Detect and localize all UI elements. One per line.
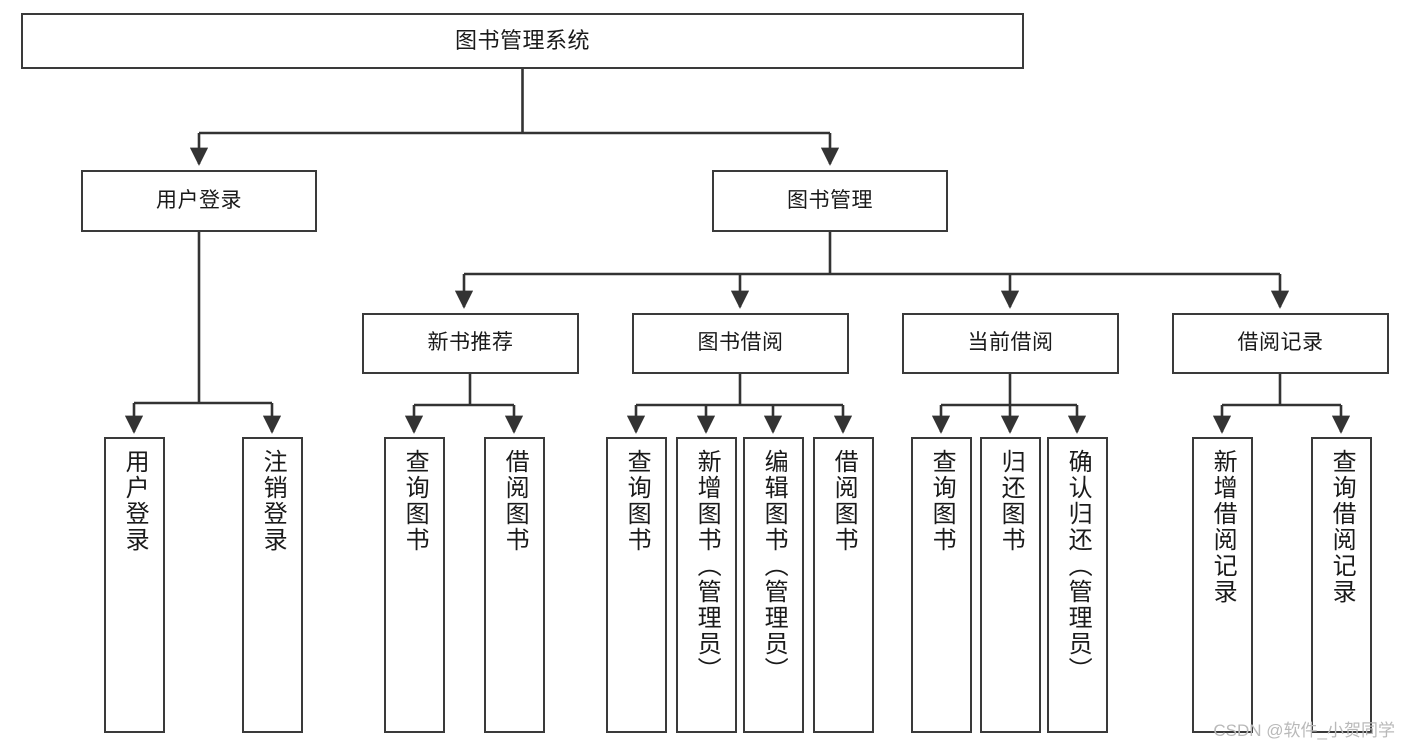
node-label: 图书管理系统 [454,28,590,54]
node-label: 查询图书 [623,449,651,553]
node-label: 注销登录 [259,449,287,553]
leaf-borrow-edit-book-admin[interactable]: 编辑图书（管理员） [743,437,804,733]
node-user-login[interactable]: 用户登录 [81,170,317,232]
node-label: 借阅图书 [501,449,529,553]
node-label: 借阅记录 [1237,331,1324,355]
leaf-borrow-query-book[interactable]: 查询图书 [606,437,667,733]
node-label: 确认归还（管理员） [1064,449,1092,683]
leaf-recommend-borrow-book[interactable]: 借阅图书 [484,437,545,733]
node-label: 新书推荐 [427,331,514,355]
node-label: 当前借阅 [967,331,1054,355]
node-new-book-recommend[interactable]: 新书推荐 [362,313,579,374]
node-root-book-management-system[interactable]: 图书管理系统 [21,13,1024,69]
node-label: 归还图书 [997,449,1025,553]
leaf-current-query-book[interactable]: 查询图书 [911,437,972,733]
node-borrow-record[interactable]: 借阅记录 [1172,313,1389,374]
node-label: 查询图书 [928,449,956,553]
node-label: 借阅图书 [830,449,858,553]
leaf-borrow-borrow-book[interactable]: 借阅图书 [813,437,874,733]
node-book-borrow[interactable]: 图书借阅 [632,313,849,374]
leaf-borrow-add-book-admin[interactable]: 新增图书（管理员） [676,437,737,733]
node-current-borrow[interactable]: 当前借阅 [902,313,1119,374]
node-label: 新增借阅记录 [1209,449,1237,605]
node-label: 用户登录 [121,449,149,553]
leaf-user-login-logout[interactable]: 注销登录 [242,437,303,733]
node-label: 图书管理 [787,188,873,212]
leaf-record-query-borrow-record[interactable]: 查询借阅记录 [1311,437,1372,733]
leaf-recommend-query-book[interactable]: 查询图书 [384,437,445,733]
node-label: 新增图书（管理员） [693,449,721,683]
leaf-current-confirm-return-admin[interactable]: 确认归还（管理员） [1047,437,1108,733]
leaf-current-return-book[interactable]: 归还图书 [980,437,1041,733]
leaf-user-login-login[interactable]: 用户登录 [104,437,165,733]
node-book-management[interactable]: 图书管理 [712,170,948,232]
node-label: 查询图书 [401,449,429,553]
node-label: 图书借阅 [697,331,784,355]
node-label: 用户登录 [156,188,242,212]
leaf-record-add-borrow-record[interactable]: 新增借阅记录 [1192,437,1253,733]
node-label: 编辑图书（管理员） [760,449,788,683]
watermark: CSDN @软件_小贺同学 [1213,721,1395,740]
node-label: 查询借阅记录 [1328,449,1356,605]
